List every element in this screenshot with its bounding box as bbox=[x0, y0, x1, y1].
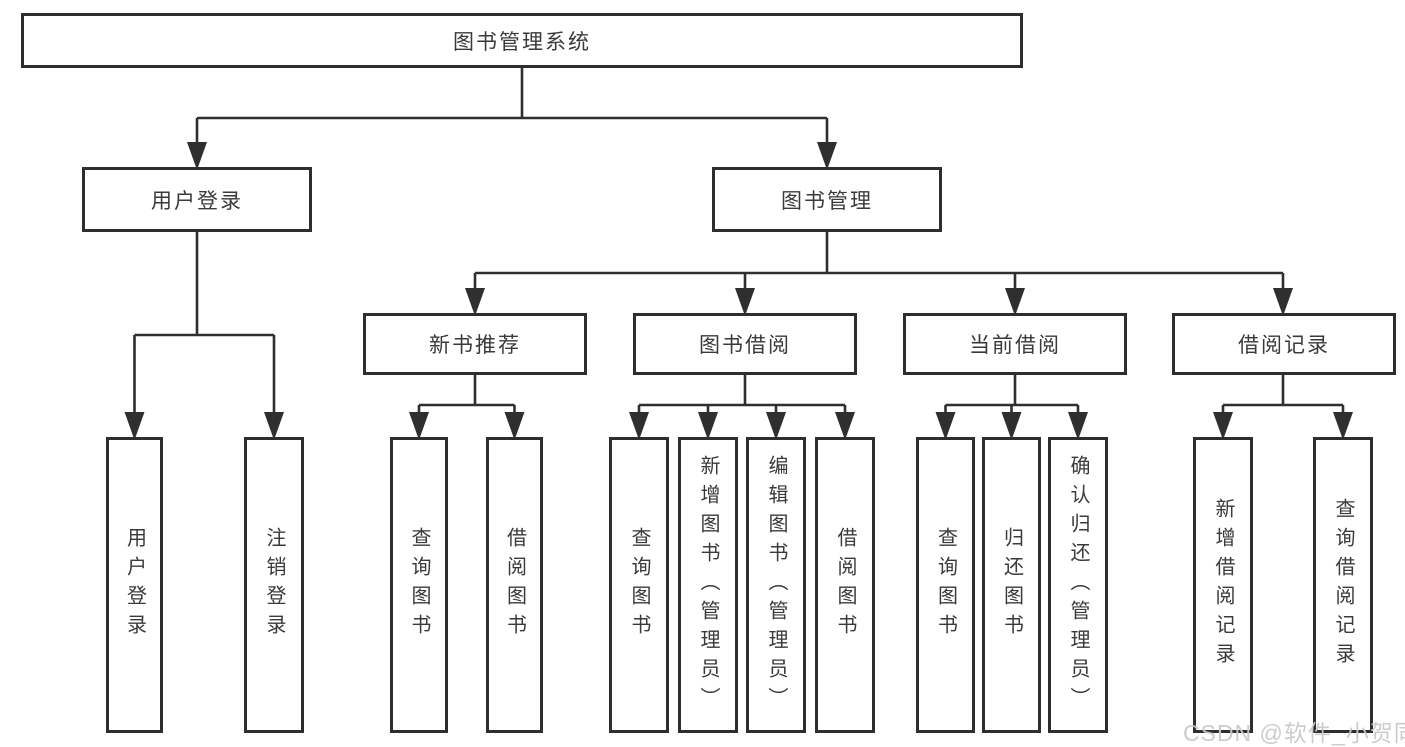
node-book-management: 图书管理 bbox=[712, 167, 942, 232]
node-user-login: 用户登录 bbox=[82, 167, 312, 232]
leaf-query-books-borrow: 查询图书 bbox=[609, 437, 669, 733]
leaf-user-login: 用户登录 bbox=[106, 437, 163, 733]
connector-newbookrec-to-leaves bbox=[417, 375, 516, 432]
leaf-borrow-books: 借阅图书 bbox=[815, 437, 875, 733]
node-new-book-recommend: 新书推荐 bbox=[363, 313, 587, 375]
connector-userlogin-to-leaves bbox=[133, 232, 276, 432]
leaf-add-borrow-record: 新增借阅记录 bbox=[1193, 437, 1253, 733]
leaf-confirm-return-admin: 确认归还（管理员） bbox=[1048, 437, 1108, 733]
node-current-borrow: 当前借阅 bbox=[903, 313, 1127, 375]
leaf-return-books: 归还图书 bbox=[982, 437, 1041, 733]
connector-root-to-level2 bbox=[195, 68, 829, 162]
leaf-borrow-books-rec: 借阅图书 bbox=[486, 437, 543, 733]
leaf-query-borrow-record: 查询借阅记录 bbox=[1313, 437, 1373, 733]
leaf-add-books-admin: 新增图书（管理员） bbox=[678, 437, 738, 733]
leaf-logout: 注销登录 bbox=[244, 437, 304, 733]
connector-bookmgmt-to-level3 bbox=[473, 232, 1285, 308]
csdn-watermark: CSDN @软件_小贺同学 bbox=[1183, 720, 1405, 746]
leaf-query-books-rec: 查询图书 bbox=[390, 437, 448, 733]
leaf-edit-books-admin: 编辑图书（管理员） bbox=[746, 437, 806, 733]
node-borrow-record: 借阅记录 bbox=[1172, 313, 1396, 375]
connector-borrowrecord-to-leaves bbox=[1221, 375, 1345, 432]
arrowheads bbox=[124, 142, 1353, 440]
connector-bookborrow-to-leaves bbox=[637, 375, 847, 432]
node-root-system: 图书管理系统 bbox=[21, 13, 1023, 68]
node-book-borrow: 图书借阅 bbox=[633, 313, 857, 375]
leaf-query-books-current: 查询图书 bbox=[916, 437, 975, 733]
